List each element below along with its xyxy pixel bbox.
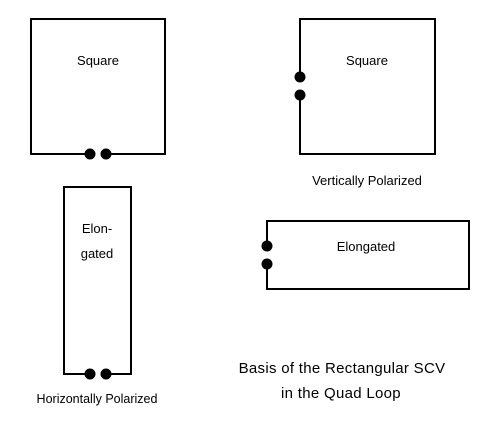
feed-point-dot xyxy=(100,148,112,160)
feed-point-dot xyxy=(84,368,96,380)
polarization-caption: Horizontally Polarized xyxy=(37,392,158,406)
loop-elongated-horizontal-feed: Elon- gated Horizontally Polarized xyxy=(37,186,158,406)
loop-label-line2: gated xyxy=(81,246,114,261)
loop-label: Square xyxy=(346,53,388,68)
feed-point-dot xyxy=(261,240,273,252)
loop-outline xyxy=(299,18,436,155)
loop-label: Elongated xyxy=(337,239,396,254)
feed-point-dot xyxy=(100,368,112,380)
loop-square-horizontal-feed: Square xyxy=(30,18,166,160)
title-line2: in the Quad Loop xyxy=(281,385,401,402)
loop-elongated-vertical-feed: Elongated xyxy=(261,220,470,290)
feed-point-dot xyxy=(294,89,306,101)
loop-outline xyxy=(63,186,132,375)
loop-square-vertical-feed: Square Vertically Polarized xyxy=(294,18,436,188)
polarization-caption: Vertically Polarized xyxy=(312,173,422,188)
feed-point-dot xyxy=(294,71,306,83)
diagram-title: Basis of the Rectangular SCV in the Quad… xyxy=(239,360,446,402)
loop-label-line1: Elon- xyxy=(82,221,112,236)
loop-outline xyxy=(30,18,166,155)
loop-outline xyxy=(266,220,470,290)
feed-point-dot xyxy=(84,148,96,160)
loop-label: Square xyxy=(77,53,119,68)
title-line1: Basis of the Rectangular SCV xyxy=(239,360,446,377)
feed-point-dot xyxy=(261,258,273,270)
